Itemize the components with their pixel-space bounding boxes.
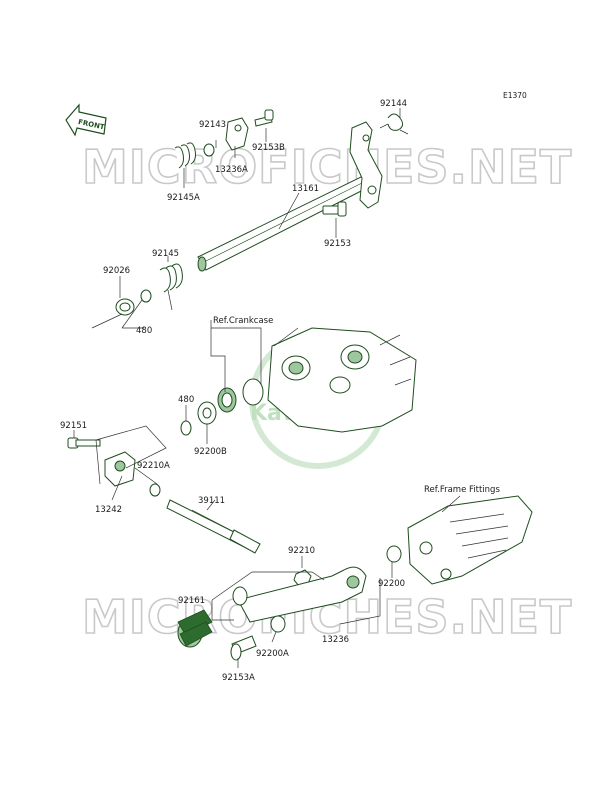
spring-92145a	[174, 142, 196, 169]
front-arrow-icon: FRONT	[65, 103, 107, 137]
label-480-upper: 480	[136, 326, 152, 336]
label-92200b: 92200B	[194, 447, 227, 457]
label-13161: 13161	[292, 184, 319, 194]
lever-13242	[104, 451, 136, 487]
bolt-92153	[322, 201, 347, 217]
label-92153a: 92153A	[222, 673, 255, 683]
part-labels: 92144 92143 92153B 13236A 92145A 13161 9…	[60, 99, 407, 683]
label-92143: 92143	[199, 120, 226, 130]
label-92200a: 92200A	[256, 649, 289, 659]
oil-seal	[217, 387, 237, 413]
label-92145a: 92145A	[167, 193, 200, 203]
label-480-lower: 480	[178, 395, 194, 405]
label-13236a: 13236A	[215, 165, 248, 175]
leader-lines	[73, 108, 461, 668]
bolt-92151	[67, 437, 101, 449]
label-13236: 13236	[322, 635, 349, 645]
circlip-480-lower	[180, 420, 192, 436]
label-39111: 39111	[198, 496, 225, 506]
watermark-top: MICROFICHES.NET	[82, 140, 572, 194]
nut-92210a	[149, 483, 161, 497]
label-92151: 92151	[60, 421, 87, 431]
bushing	[242, 378, 264, 406]
label-92161: 92161	[178, 596, 205, 606]
tie-rod-39111	[166, 499, 261, 554]
label-13242: 13242	[95, 505, 122, 515]
washer-92200	[386, 545, 402, 563]
washer-92200a	[270, 615, 286, 633]
label-92210a: 92210A	[137, 461, 170, 471]
footrest-bracket	[407, 495, 533, 585]
label-92153b: 92153B	[252, 143, 285, 153]
bolt-92153b	[254, 109, 274, 127]
label-92145: 92145	[152, 249, 179, 259]
crankcase-outline	[267, 327, 417, 433]
diagram-code: E1370	[503, 91, 527, 100]
ref-crankcase: Ref.Crankcase	[213, 316, 273, 326]
label-92210: 92210	[288, 546, 315, 556]
spring-92145	[159, 263, 183, 311]
shift-pedal-13236	[232, 566, 367, 623]
arm-13236a	[225, 117, 249, 151]
ref-frame-fittings: Ref.Frame Fittings	[424, 485, 500, 495]
bolt-92153a	[230, 635, 257, 661]
label-92026: 92026	[103, 266, 130, 276]
label-92200: 92200	[378, 579, 405, 589]
spring-92144	[379, 113, 409, 135]
circlip-480	[140, 289, 152, 303]
label-92153: 92153	[324, 239, 351, 249]
pedal-rubber-92161	[177, 609, 213, 648]
label-92144: 92144	[380, 99, 407, 109]
washer-92143	[203, 143, 215, 157]
shift-shaft-13161	[197, 121, 383, 272]
